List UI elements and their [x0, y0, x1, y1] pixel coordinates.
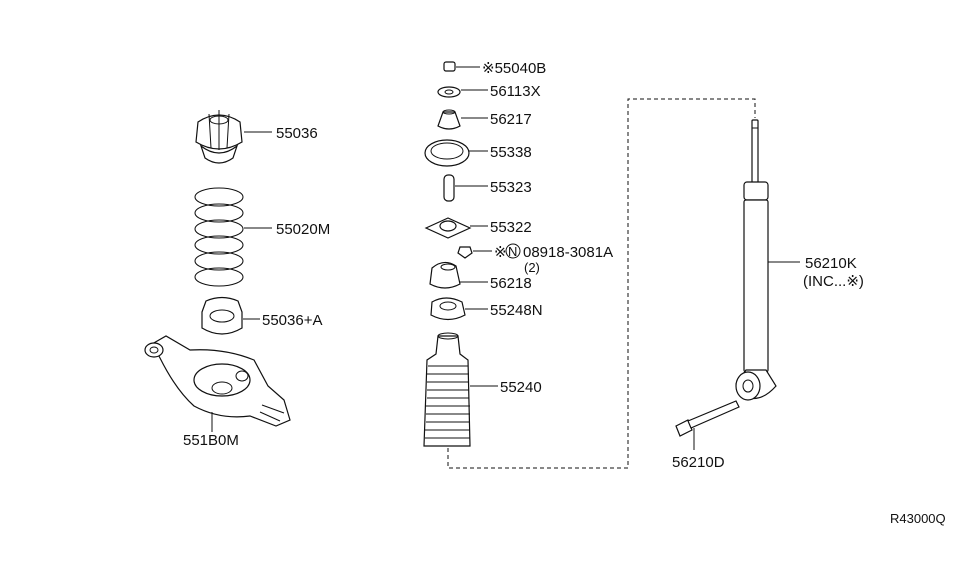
label-56217: 56217: [490, 111, 532, 128]
part-56217-bushing: [437, 109, 488, 130]
part-56210D-bolt: [675, 400, 740, 450]
label-55020M: 55020M: [276, 221, 330, 238]
label-55036A: 55036+A: [262, 312, 322, 329]
label-08918-3081A: 08918-3081A: [523, 244, 613, 261]
part-56210K-shock-absorber: [735, 119, 800, 401]
label-551B0M: 551B0M: [183, 432, 239, 449]
part-55020M-coil-spring: [194, 187, 272, 287]
label-56113X: 56113X: [490, 83, 541, 100]
label-55248N: 55248N: [490, 302, 543, 319]
part-56113X-washer: [437, 86, 488, 98]
part-55323-spacer: [443, 174, 488, 202]
part-551B0M-lower-link: [144, 335, 291, 432]
part-56218-bump-stop: [429, 261, 488, 289]
part-08918-3081A-nut: [457, 246, 492, 259]
label-55240: 55240: [500, 379, 542, 396]
part-55036-mount-insulator: [195, 110, 272, 164]
label-55323: 55323: [490, 179, 532, 196]
label-56210K: 56210K: [805, 255, 857, 272]
label-08918-prefix: ※: [494, 244, 507, 261]
label-08918-qty: (2): [524, 260, 540, 275]
label-56210D: 56210D: [672, 454, 725, 471]
label-08918-circle-letter: N: [508, 244, 517, 259]
part-55248N-seat: [430, 297, 488, 321]
label-56210K-note: (INC...※): [803, 273, 864, 290]
part-55036A-insulator: [201, 296, 260, 335]
part-55322-mount: [424, 217, 488, 239]
part-55338-seat: [424, 139, 488, 167]
label-55322: 55322: [490, 219, 532, 236]
label-55040B: ※55040B: [482, 60, 546, 77]
label-55338: 55338: [490, 144, 532, 161]
label-55036: 55036: [276, 125, 318, 142]
label-56218: 56218: [490, 275, 532, 292]
part-55240-dust-boot: [423, 332, 498, 447]
part-55040B-nut: [443, 61, 480, 72]
diagram-ref-code: R43000Q: [890, 511, 946, 526]
n-circle-icon: [505, 243, 521, 259]
assembly-bracket-line: [447, 98, 756, 469]
